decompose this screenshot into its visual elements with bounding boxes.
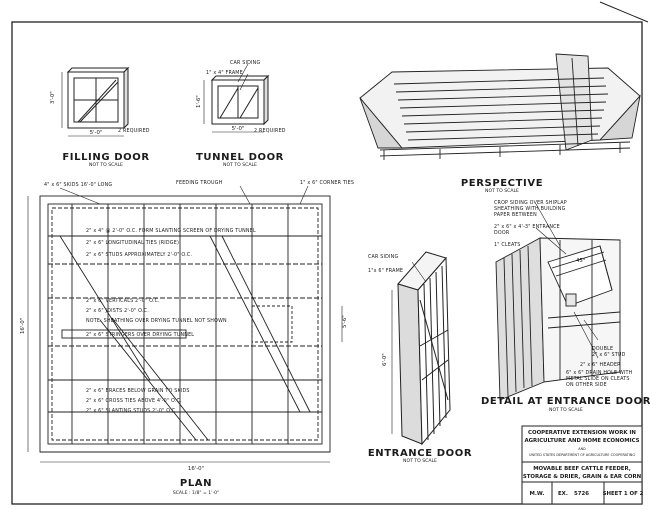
detail-note-12: ON OTHER SIDE <box>566 382 607 388</box>
filling-door-drawing <box>61 66 130 137</box>
filling-door-title: FILLING DOOR <box>62 152 149 163</box>
filling-door-width: 5'-0" <box>90 130 103 136</box>
tunnel-door-drawing <box>203 63 270 133</box>
detail-note-8: 2" x 6" STUD <box>592 352 626 358</box>
plan-feeding-trough: FEEDING TROUGH <box>176 180 223 186</box>
filling-door-qty: 2 REQUIRED <box>118 128 150 134</box>
perspective-title: PERSPECTIVE <box>461 178 543 189</box>
plan-note-3: 2" x 6" STUDS APPROXIMATELY 2'-0" O.C. <box>86 252 192 258</box>
plan-note-4: 2" x 6" VERTICALS 2'-0" O.C. <box>86 298 160 304</box>
sheet-border <box>11 21 643 505</box>
detail-note-3: PAPER BETWEEN <box>494 212 537 218</box>
filling-door-scale: NOT TO SCALE <box>89 162 123 168</box>
entrance-door-frame: 1"x 6" FRAME <box>368 268 403 274</box>
detail-scale: NOT TO SCALE <box>549 407 583 413</box>
plan-title: PLAN <box>180 478 212 489</box>
plan-note-9: 2" x 6" CROSS TIES ABOVE 4'-0" O.C. <box>86 398 182 404</box>
detail-note-9: 2" x 6" HEADER <box>580 362 621 368</box>
tunnel-door-frame: 1" x 4" FRAME <box>206 70 243 76</box>
detail-note-1: CROP SIDING OVER SHIPLAP <box>494 200 567 206</box>
plan-dim-side: 16'-0" <box>20 318 26 334</box>
plan-note-8: 2" x 6" BRACES BELOW GRAIN TO SKIDS <box>86 388 190 394</box>
tunnel-door-qty: 2 REQUIRED <box>254 128 286 134</box>
entrance-door-car-siding: CAR SIDING <box>368 254 398 260</box>
title-block-number: 5726 <box>574 491 589 497</box>
detail-title: DETAIL AT ENTRANCE DOOR <box>481 396 650 407</box>
plan-note-1: 2" x 4" @ 2'-0" O.C. FORM SLANTING SCREE… <box>86 228 256 234</box>
tunnel-door-width: 5'-0" <box>232 126 245 132</box>
plan-dim-bottom: 16'-0" <box>188 466 204 472</box>
plan-scale: SCALE : 1/8" = 1'-0" <box>173 490 219 496</box>
detail-note-2: SHEATHING WITH BUILDING <box>494 206 566 212</box>
plan-note-7: 2" x 6" STRINGERS OVER DRYING TUNNEL <box>86 332 194 338</box>
perspective-drawing <box>359 53 641 160</box>
tunnel-door-scale: NOT TO SCALE <box>223 162 257 168</box>
entrance-door-drawing <box>391 251 451 446</box>
title-block-line2: AGRICULTURE AND HOME ECONOMICS <box>524 438 639 444</box>
title-block <box>521 425 643 505</box>
detail-note-4: 2" x 6" x 4'-3" ENTRANCE <box>494 224 560 230</box>
title-block-mw: M.W. <box>530 491 545 497</box>
detail-note-5: DOOR <box>494 230 510 236</box>
tunnel-door-title: TUNNEL DOOR <box>196 152 284 163</box>
detail-note-10: 6" x 6" DRAIN HOLE WITH <box>566 370 633 376</box>
entrance-door-title: ENTRANCE DOOR <box>368 448 472 459</box>
entrance-detail-drawing <box>495 203 621 401</box>
tunnel-door-height: 1'-6" <box>196 95 202 108</box>
title-block-and: AND <box>578 447 586 451</box>
detail-note-6: 1" CLEATS <box>494 242 521 248</box>
title-block-line4: STORAGE & DRIER, GRAIN & EAR CORN <box>523 474 642 480</box>
plan-note-2: 2" x 6" LONGITUDINAL TIES (RIDGE) <box>86 240 179 246</box>
plan-note-5: 2" x 6" JOISTS 2'-0" O.C. <box>86 308 149 314</box>
title-block-line3: MOVABLE BEEF CATTLE FEEDER, <box>533 466 631 472</box>
plan-drawing <box>27 185 343 463</box>
plan-corner-ties: 1" x 6" CORNER TIES <box>300 180 354 186</box>
detail-note-11: METAL SLIDE ON CLEATS <box>566 376 630 382</box>
detail-note-7: DOUBLE <box>592 346 613 352</box>
plan-dim-inner: 5'-6" <box>342 315 348 328</box>
tunnel-door-car-siding: CAR SIDING <box>230 60 260 66</box>
plan-note-10: 2" x 6" SLANTING STUDS 2'-0" O.C. <box>86 408 177 414</box>
detail-angle: 45° <box>576 258 586 264</box>
title-block-sheet: SHEET 1 OF 2 <box>603 491 644 497</box>
entrance-door-scale: NOT TO SCALE <box>403 458 437 464</box>
filling-door-height: 3'-0" <box>50 91 56 104</box>
title-block-line1: COOPERATIVE EXTENSION WORK IN <box>528 430 636 436</box>
corner-mark <box>599 1 649 23</box>
title-block-ex: EX. <box>558 491 568 497</box>
plan-note-6: NOTE: SHEATHING OVER DRYING TUNNEL NOT S… <box>86 318 227 324</box>
entrance-door-height: 6'-0" <box>382 353 388 366</box>
title-block-usda: UNITED STATES DEPARTMENT OF AGRICULTURE … <box>529 453 635 457</box>
perspective-scale: NOT TO SCALE <box>485 188 519 194</box>
plan-skids-note: 4" x 6" SKIDS 16'-0" LONG <box>44 182 112 188</box>
